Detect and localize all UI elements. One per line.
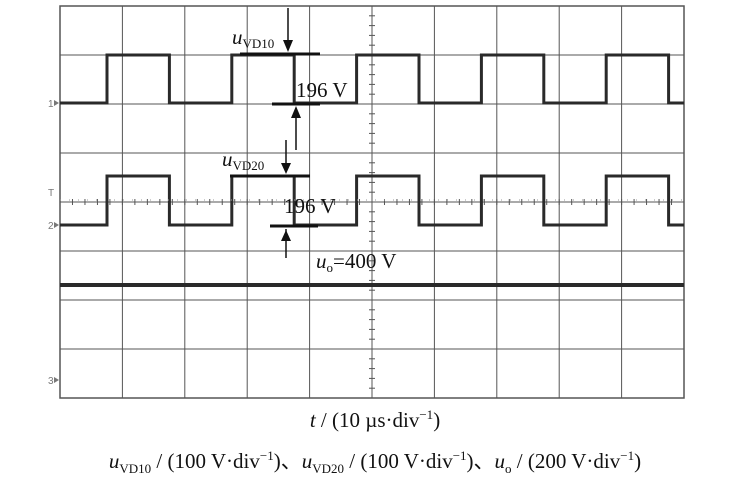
trace-uvd10: [60, 53, 684, 105]
uo-label: uo=400 V: [316, 249, 396, 275]
uvd20-label: uVD20: [222, 147, 264, 173]
trace-uvd20: [60, 174, 684, 227]
channel-marker-arrow: [54, 222, 59, 228]
amplitude-label-2: 196 V: [284, 194, 336, 218]
amplitude-marker-1: [240, 8, 320, 150]
amplitude-marker-2: [230, 140, 318, 258]
ylabel-part-1: uVD10 / (100 V·div−1)、: [108, 448, 302, 477]
channel-marker-arrow: [54, 377, 59, 383]
channel-marker: T: [48, 188, 54, 199]
uvd10-label: uVD10: [232, 25, 274, 51]
amplitude-label-1: 196 V: [296, 78, 348, 102]
channel-marker: 3: [48, 376, 54, 387]
ylabel-part-2: uVD20 / (100 V·div−1)、: [301, 448, 495, 477]
traces: [60, 53, 684, 287]
channel-marker: 2: [48, 221, 54, 232]
x-axis-label: t / (10 µs·div−1): [309, 407, 441, 432]
channel-marker: 1: [48, 99, 54, 110]
annotations: uVD10 196 V uVD20 196 V uo=400 V: [222, 8, 396, 275]
channel-marker-arrow: [54, 100, 59, 106]
ylabel-part-3: uo / (200 V·div−1): [494, 448, 642, 477]
channel-markers: 1T 2 3: [48, 99, 59, 387]
y-axis-label: uVD10 / (100 V·div−1)、uVD20 / (100 V·div…: [0, 445, 750, 477]
grid: [59, 5, 685, 399]
